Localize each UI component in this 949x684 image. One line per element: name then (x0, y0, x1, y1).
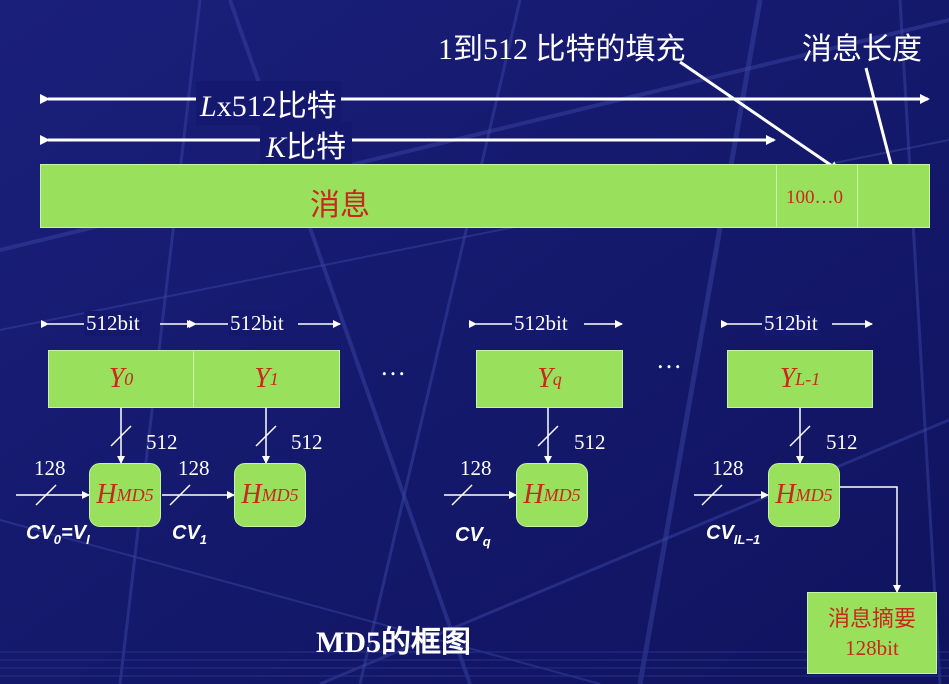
padding-label: 1到512 比特的填充 (438, 33, 686, 66)
input-size-label: 512 (146, 430, 178, 454)
cvil-1-label: CVIL−1 (706, 522, 761, 547)
block-bit-label: 512bit (762, 311, 820, 336)
input-size-label: 512 (574, 430, 606, 454)
message-label: 消息 (310, 189, 370, 222)
padding-segment (776, 164, 858, 228)
total-length-label: Lx512比特 (196, 81, 341, 125)
cv-size-label: 128 (178, 456, 210, 480)
diagram-title: MD5的框图 (316, 626, 471, 659)
total-length-text: x512比特 (216, 90, 337, 123)
k-length-text: 比特 (286, 131, 347, 164)
cv0-label: CV0=VI (26, 522, 90, 547)
cv1-label: CV1 (172, 522, 208, 547)
message-bar (40, 164, 930, 228)
padding-pointer-arrow (679, 60, 840, 172)
k-length-label: K比特 (260, 122, 353, 166)
cvq-label: CVq (455, 524, 491, 549)
k-length-var: K (266, 131, 287, 164)
message-length-label: 消息长度 (802, 33, 922, 66)
cv-size-label: 128 (712, 456, 744, 480)
block-bit-label: 512bit (512, 311, 570, 336)
ellipsis: … (380, 352, 406, 381)
block-bit-label: 512bit (84, 311, 142, 336)
cv-size-label: 128 (34, 456, 66, 480)
input-size-label: 512 (826, 430, 858, 454)
digest-size: 128bit (845, 636, 899, 660)
padding-value: 100…0 (786, 187, 843, 208)
digest-label: 消息摘要 (827, 606, 916, 631)
cv-size-label: 128 (460, 456, 492, 480)
input-size-label: 512 (291, 430, 323, 454)
total-length-var: L (200, 90, 217, 123)
block-bit-label: 512bit (228, 311, 286, 336)
output-connector (840, 486, 901, 593)
digest-output-box: 消息摘要 128bit (807, 592, 937, 674)
ellipsis: … (656, 345, 682, 374)
